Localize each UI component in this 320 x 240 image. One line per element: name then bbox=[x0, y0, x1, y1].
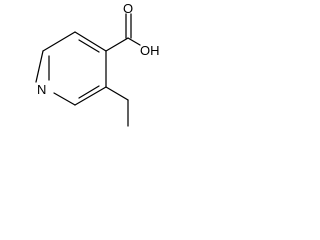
chemical-structure: N O OH bbox=[35, 1, 160, 127]
ring-double-bond bbox=[78, 39, 100, 53]
ring-double-bond bbox=[78, 85, 100, 99]
ethyl-bond bbox=[105, 86, 129, 101]
hydroxyl-label: OH bbox=[140, 43, 160, 58]
carbonyl-oxygen-label: O bbox=[123, 1, 133, 16]
ring-bond bbox=[74, 86, 107, 106]
ring-bond bbox=[74, 31, 107, 52]
nitrogen-atom-label: N bbox=[37, 82, 46, 97]
carboxyl-bond bbox=[105, 37, 129, 52]
ring-bond bbox=[35, 50, 44, 83]
ring-bond bbox=[53, 92, 76, 106]
hydroxyl-bond bbox=[127, 37, 141, 46]
ring-bond bbox=[42, 31, 76, 52]
